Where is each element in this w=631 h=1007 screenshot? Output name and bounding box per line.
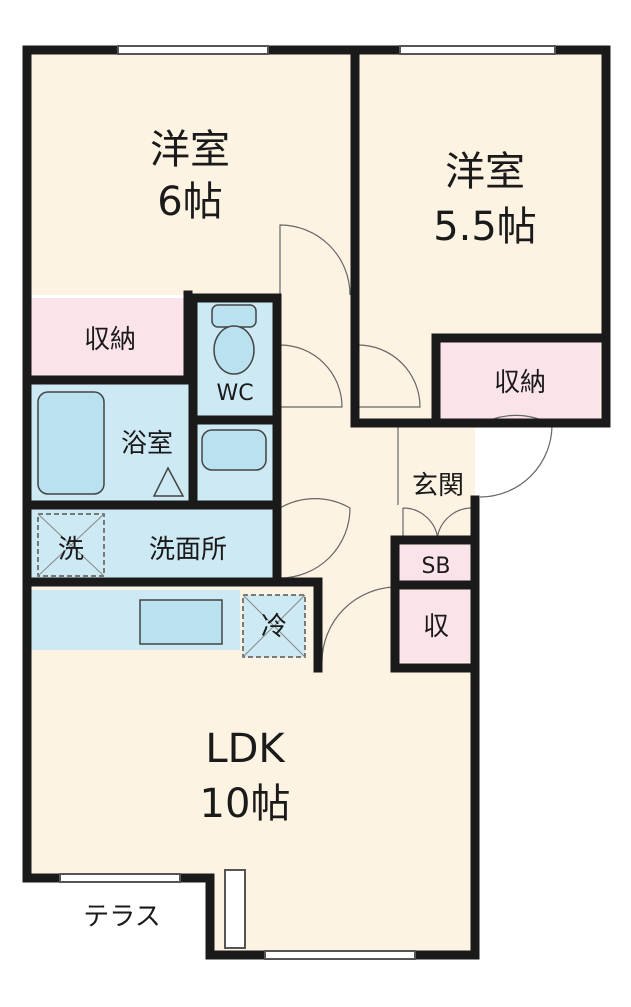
storage-label: 収 [423,612,449,642]
western-room-a-name: 洋室 [150,127,230,173]
washer-cross-2 [37,513,105,577]
closet-b-area [440,340,600,420]
shoe-box-label: SB [421,554,450,579]
western-room-b-name: 洋室 [445,149,525,195]
closet-b-label: 収納 [494,368,546,398]
windows [59,45,556,960]
terrace-label: テラス [83,902,160,932]
western-room-a-area [30,50,355,295]
ldk-name: LDK [205,726,286,772]
western-room-a-size: 6帖 [157,179,222,225]
toilet-bowl [213,325,255,375]
shoe-box-area [398,545,472,581]
bathtub [37,391,105,495]
toilet-label: WC [216,381,253,406]
entrance-label: 玄関 [412,471,464,501]
ldk-size: 10帖 [200,781,291,827]
washroom-area [30,508,274,580]
closet-a-area [30,298,188,376]
bath-label: 浴室 [121,429,173,459]
terrace-area [28,878,208,958]
washer-space [37,513,105,577]
closet-a-label: 収納 [84,325,136,355]
kitchen-sink [139,599,223,645]
toilet-tank [211,304,257,328]
storage-area [398,590,472,662]
bath-step [152,466,185,497]
fridge-cross-2 [242,594,306,658]
walls [22,45,611,960]
fridge-label: 冷 [261,612,287,642]
western-room-b-size: 5.5帖 [433,204,537,250]
washroom-label: 洗面所 [149,535,227,565]
washer-label: 洗 [58,535,84,565]
sink-basin [201,429,267,471]
